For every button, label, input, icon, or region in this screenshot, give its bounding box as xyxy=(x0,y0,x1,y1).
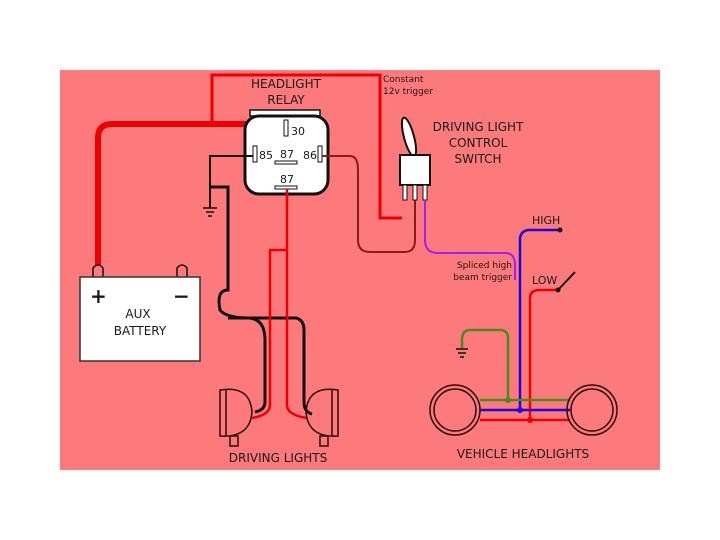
relay-pin-87b xyxy=(274,185,298,190)
switch-body xyxy=(399,154,431,186)
relay-pin-87a-label: 87 xyxy=(280,148,294,161)
low-switch-contact xyxy=(557,271,576,291)
relay-pin-30 xyxy=(283,119,289,137)
battery-terminal-negative xyxy=(176,264,188,277)
relay-pin-85-label: 85 xyxy=(259,149,273,162)
junction-low xyxy=(527,417,533,423)
relay-pin-85 xyxy=(252,145,258,163)
driving-light-left xyxy=(219,388,253,447)
switch-pin-1 xyxy=(402,184,408,201)
switch-label-1: DRIVING LIGHT xyxy=(433,120,525,134)
constant-label-2: 12v trigger xyxy=(383,87,433,97)
switch-pin-3 xyxy=(422,184,428,201)
wire-spliced-high-beam xyxy=(424,200,516,280)
spliced-label-2: beam trigger xyxy=(453,273,512,283)
driving-lights-label: DRIVING LIGHTS xyxy=(229,451,327,465)
relay-pin-30-label: 30 xyxy=(291,125,305,138)
ground-symbol-relay xyxy=(203,207,217,217)
wire-high-beam xyxy=(518,228,560,410)
relay-pin-86-label: 86 xyxy=(303,149,317,162)
wire-constant-12v xyxy=(210,73,402,220)
wire-switch-to-relay-86 xyxy=(322,155,416,253)
junction-ground xyxy=(505,397,511,403)
switch-label-2: CONTROL xyxy=(449,136,508,150)
battery-plus: + xyxy=(90,284,107,308)
battery-label-2: BATTERY xyxy=(114,324,167,338)
battery-body xyxy=(79,276,201,362)
junction-high xyxy=(517,407,523,413)
relay-label-1: HEADLIGHT xyxy=(251,77,322,91)
vehicle-headlight-right xyxy=(566,384,618,436)
high-label: HIGH xyxy=(532,214,560,227)
low-label: LOW xyxy=(532,274,557,287)
relay-pin-87a xyxy=(274,160,298,165)
switch-pin-2 xyxy=(412,184,418,201)
driving-light-right xyxy=(305,388,339,447)
wire-battery-positive xyxy=(95,121,285,265)
switch-label-3: SWITCH xyxy=(454,152,501,166)
battery-label-1: AUX xyxy=(125,307,150,321)
constant-label-1: Constant xyxy=(383,75,424,85)
relay-label-2: RELAY xyxy=(267,93,305,107)
wire-driving-light-power xyxy=(251,189,308,420)
battery-minus: − xyxy=(173,284,190,308)
vehicle-headlights-label: VEHICLE HEADLIGHTS xyxy=(457,447,589,461)
wire-driving-light-ground xyxy=(210,185,313,416)
wire-headlight-ground xyxy=(460,328,510,400)
high-terminal xyxy=(557,227,563,233)
diagram-background xyxy=(60,70,660,470)
ground-symbol-headlight xyxy=(456,348,468,358)
wire-low-beam xyxy=(528,288,558,420)
wire-relay-ground xyxy=(209,155,253,208)
vehicle-headlight-left xyxy=(429,384,481,436)
relay-pin-86 xyxy=(317,145,323,163)
battery-terminal-positive xyxy=(92,264,104,277)
relay-pin-87b-label: 87 xyxy=(280,173,294,186)
low-terminal xyxy=(555,287,561,293)
spliced-label-1: Spliced high xyxy=(457,261,512,271)
